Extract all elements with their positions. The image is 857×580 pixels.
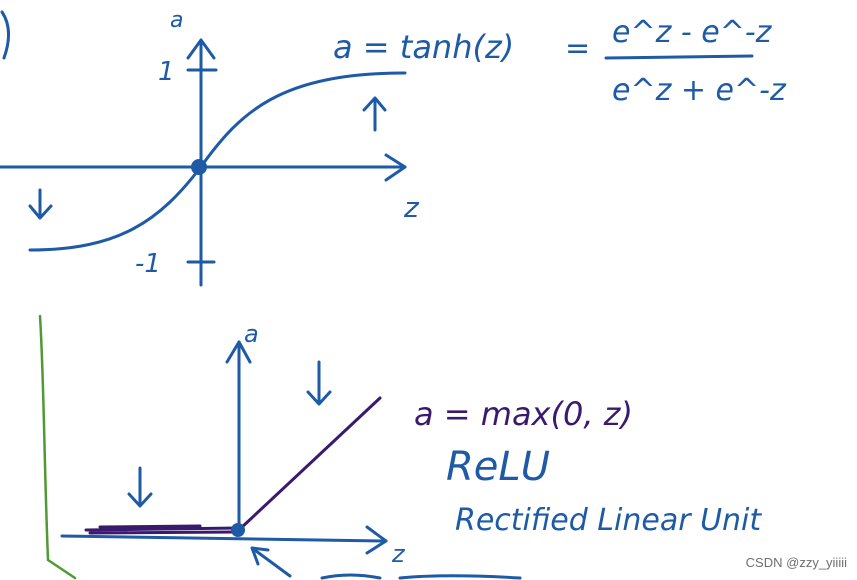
relu-x-axis	[60, 534, 388, 543]
relu-x-axis-label: z	[391, 540, 406, 568]
tanh-y-arrowhead	[186, 38, 216, 60]
relu-origin-dot	[231, 523, 245, 537]
cut-off-scribble	[320, 573, 522, 580]
relu-full-name: Rectified Linear Unit	[455, 503, 762, 538]
relu-annotations: a = max(0, z) ReLU Rectified Linear Unit	[414, 395, 762, 538]
watermark: CSDN @zzy_yiiiii	[745, 555, 847, 570]
tanh-x-arrowhead	[384, 153, 407, 182]
tanh-fraction-bar	[604, 54, 754, 60]
tanh-formula: a = tanh(z) = e^z - e^-z e^z + e^-z	[333, 15, 787, 108]
tanh-curve	[28, 71, 407, 252]
tanh-formula-lhs: a = tanh(z)	[333, 28, 514, 66]
relu-flat-segment	[84, 524, 241, 535]
relu-y-axis-label: a	[244, 320, 259, 348]
relu-slope-down-arrow	[306, 360, 332, 406]
tanh-tick-neg-label: -1	[135, 249, 161, 279]
relu-y-arrowhead	[225, 340, 252, 364]
relu-linear-segment	[239, 396, 382, 530]
relu-plot: a z	[60, 320, 406, 578]
relu-formula: a = max(0, z)	[414, 395, 633, 433]
relu-flat-down-arrow	[127, 466, 153, 508]
tanh-plot: a 1 -1 z	[0, 8, 420, 287]
tanh-saturation-up-arrow	[362, 96, 387, 132]
tanh-origin-dot	[191, 159, 207, 175]
tanh-y-axis-label: a	[170, 8, 183, 33]
tanh-formula-equals: =	[565, 31, 590, 66]
tanh-x-axis-label: z	[403, 191, 420, 224]
relu-x-arrowhead	[365, 525, 388, 555]
relu-name: ReLU	[446, 444, 550, 490]
tanh-tick-pos-label: 1	[158, 57, 175, 87]
partial-bracket	[0, 10, 10, 60]
tanh-numerator: e^z - e^-z	[612, 15, 773, 50]
tanh-denominator: e^z + e^-z	[612, 73, 787, 108]
green-margin-line	[38, 314, 77, 580]
relu-origin-pointer-arrow	[250, 546, 292, 578]
tanh-saturation-down-arrow	[28, 188, 53, 220]
